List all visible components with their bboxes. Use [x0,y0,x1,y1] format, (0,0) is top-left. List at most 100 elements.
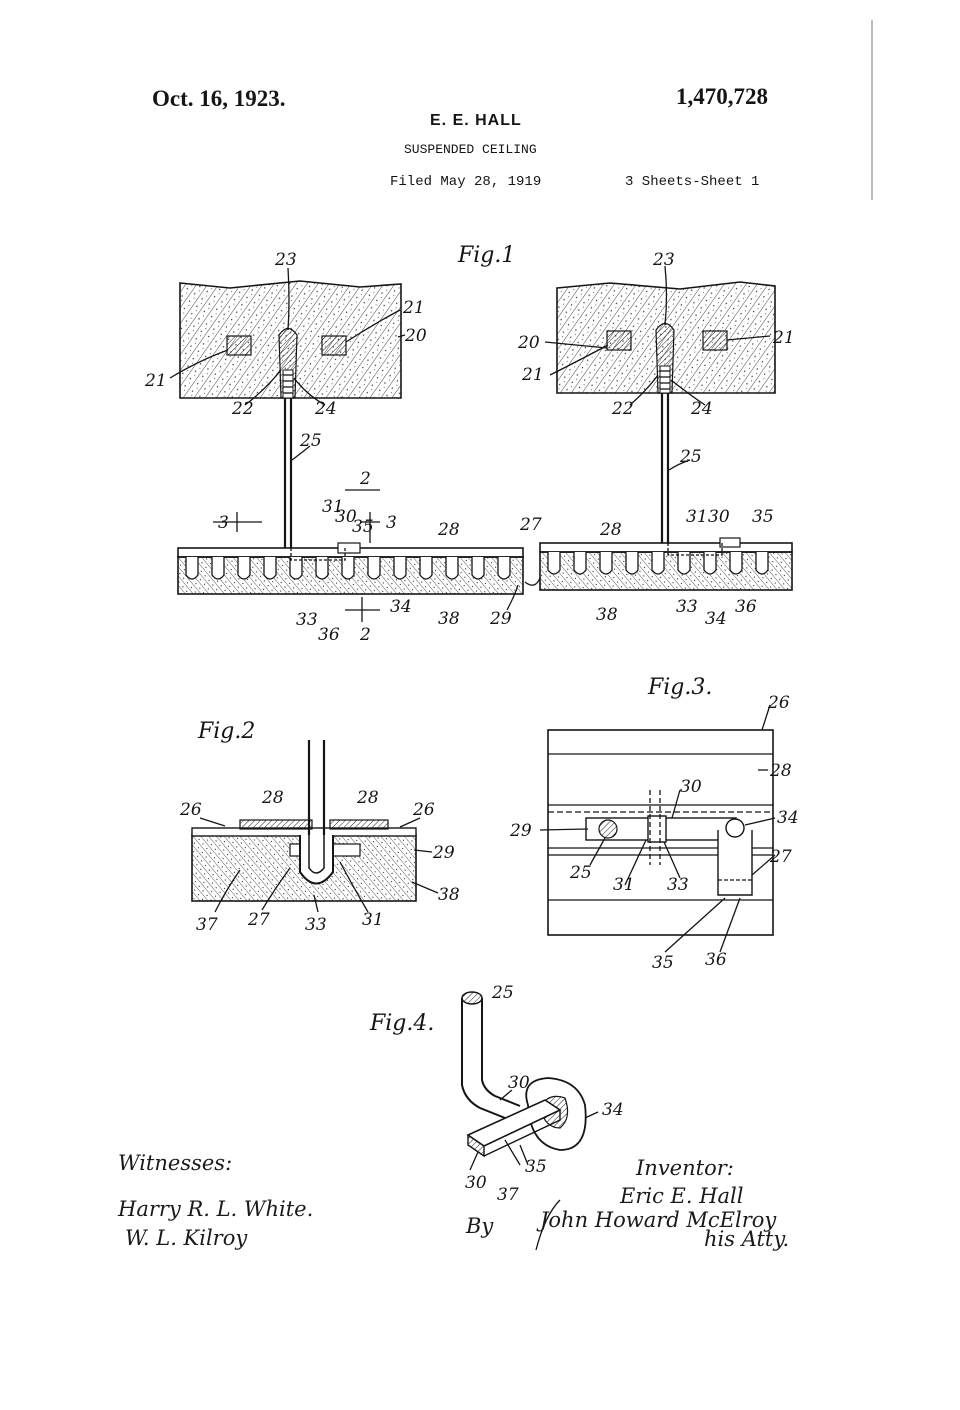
svg-text:24: 24 [690,399,713,419]
svg-text:31: 31 [686,507,708,527]
inventor-signature: Eric E. Hall [619,1184,743,1208]
ribs-right [547,552,769,575]
svg-text:34: 34 [390,597,412,617]
patent-title: SUSPENDED CEILING [404,142,537,157]
lath-rib [211,557,225,580]
lath-rib [497,557,511,580]
inventor-label: Inventor: [635,1156,734,1180]
svg-text:30: 30 [335,507,357,527]
lath-rib [315,557,329,580]
svg-text:28: 28 [437,520,460,540]
svg-text:21: 21 [144,371,167,391]
svg-text:26: 26 [179,800,202,820]
fig2-label: Fig.2 [197,719,255,744]
lath-rib [755,552,769,575]
lath-rib [367,557,381,580]
svg-text:34: 34 [777,808,799,828]
lath-rib [547,552,561,575]
fig4-label: Fig.4. [369,1011,434,1036]
lath-rib [703,552,717,575]
lath-rib [573,552,587,575]
patent-number: 1,470,728 [676,84,768,109]
lath-rib [445,557,459,580]
svg-text:31: 31 [613,875,635,895]
svg-text:21: 21 [521,365,544,385]
svg-text:26: 26 [767,693,790,713]
lath-rib [419,557,433,580]
lath-rib [185,557,199,580]
lath-rib [393,557,407,580]
rebar-left-a [226,335,252,356]
svg-text:35: 35 [352,517,374,537]
figure-3: Fig.3. [539,675,776,953]
svg-text:35: 35 [752,507,774,527]
inventor-name: E. E. HALL [430,112,522,129]
attorney-signature: John Howard McElroy [536,1208,777,1232]
lath-rib [599,552,613,575]
svg-text:38: 38 [438,609,460,629]
lath-rib [677,552,691,575]
fig4-refs: 25 30 34 35 30 37 [465,983,624,1205]
fig2-refs: 26 28 28 26 29 37 27 33 31 38 [179,788,460,935]
svg-text:37: 37 [196,915,218,935]
svg-text:38: 38 [438,885,460,905]
svg-text:36: 36 [735,597,757,617]
svg-text:23: 23 [652,250,675,270]
svg-text:33: 33 [667,875,689,895]
svg-text:28: 28 [769,761,792,781]
figure-1: Fig.1 [169,243,793,622]
lath-rib [263,557,277,580]
svg-text:25: 25 [491,983,514,1003]
svg-text:31: 31 [362,910,384,930]
metal-lath-right [539,542,793,553]
rebar-left-b [321,335,347,356]
svg-text:37: 37 [497,1185,519,1205]
svg-text:35: 35 [525,1157,547,1177]
attorney-suffix: his Atty. [704,1227,789,1251]
svg-text:22: 22 [611,399,634,419]
svg-text:24: 24 [314,399,337,419]
svg-text:3: 3 [386,513,397,533]
svg-text:28: 28 [356,788,379,808]
svg-text:23: 23 [274,250,297,270]
rebar-right-b [702,330,728,351]
svg-text:33: 33 [305,915,327,935]
svg-text:25: 25 [299,431,322,451]
svg-text:34: 34 [602,1100,624,1120]
witness-1-signature: Harry R. L. White. [117,1197,313,1221]
svg-text:27: 27 [519,515,542,535]
svg-text:2: 2 [359,469,371,489]
figure-4: Fig.4. [369,991,599,1171]
svg-text:26: 26 [412,800,435,820]
svg-text:25: 25 [679,447,702,467]
patent-date: Oct. 16, 1923. [152,86,286,111]
svg-text:21: 21 [402,298,425,318]
svg-text:30: 30 [508,1073,530,1093]
fig3-refs: 26 28 30 29 34 25 31 33 27 35 36 [509,693,799,973]
svg-text:30: 30 [708,507,730,527]
signature-block: Witnesses: Harry R. L. White. W. L. Kilr… [117,1151,789,1251]
lath-rib [289,557,303,580]
svg-text:3: 3 [218,513,229,533]
svg-text:34: 34 [705,609,727,629]
fig1-label: Fig.1 [457,243,515,268]
by-label: By [465,1214,494,1238]
svg-text:31: 31 [322,497,344,517]
svg-text:20: 20 [404,326,427,346]
fig3-label: Fig.3. [647,675,712,700]
svg-text:28: 28 [599,520,622,540]
svg-text:36: 36 [318,625,340,645]
svg-text:2: 2 [359,625,371,645]
svg-text:30: 30 [465,1173,487,1193]
svg-text:29: 29 [489,609,512,629]
witness-2-signature: W. L. Kilroy [125,1226,248,1250]
svg-text:25: 25 [569,863,592,883]
svg-text:33: 33 [296,610,318,630]
svg-text:22: 22 [231,399,254,419]
svg-text:27: 27 [247,910,270,930]
svg-text:38: 38 [596,605,618,625]
svg-text:21: 21 [772,328,795,348]
lath-rib [237,557,251,580]
svg-text:36: 36 [705,950,727,970]
